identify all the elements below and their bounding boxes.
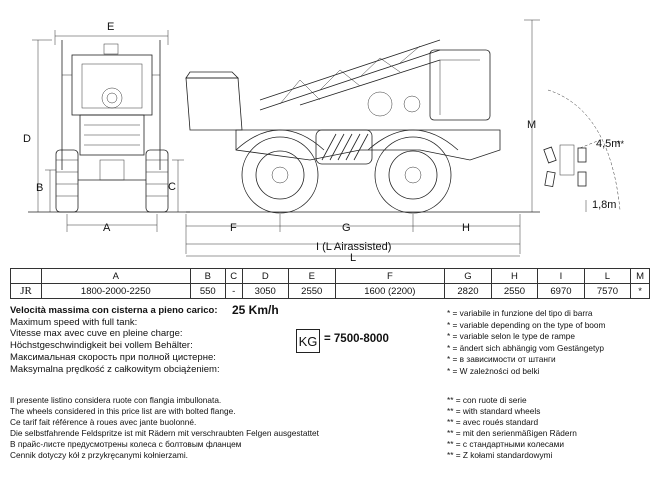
note-line: Il presente listino considera ruote con … bbox=[10, 395, 222, 405]
dim-label-h: H bbox=[462, 222, 470, 234]
table-header: B bbox=[189, 268, 226, 284]
note-line: Cennik dotyczy kół z przykręcanymi kołni… bbox=[10, 450, 188, 460]
note-line: * = W zależności od belki bbox=[447, 365, 540, 376]
dim-label-a: A bbox=[103, 222, 111, 234]
side-view: F G H I (L Airassisted) L M bbox=[185, 19, 540, 262]
note-line: The wheels considered in this price list… bbox=[10, 406, 236, 416]
table-header: F bbox=[334, 268, 446, 284]
table-header bbox=[10, 268, 42, 284]
min-height-label: 1,8m bbox=[592, 199, 616, 211]
note-line: ** = Z kołami standardowymi bbox=[447, 450, 553, 460]
dim-label-e: E bbox=[107, 21, 114, 33]
front-view: E D B bbox=[23, 21, 190, 234]
note-line: ** = mit den serienmäßigen Rädern bbox=[447, 428, 577, 438]
table-header: D bbox=[241, 268, 289, 284]
table-header: I bbox=[537, 268, 585, 284]
speed-line: Maksymalna prędkość z całkowitym obciąże… bbox=[10, 363, 220, 375]
dim-label-m: M bbox=[527, 119, 536, 131]
dim-label-i: I (L Airassisted) bbox=[316, 241, 391, 253]
technical-drawing: E D B bbox=[23, 19, 625, 262]
note-line: * = variable selon le type de rampe bbox=[447, 331, 575, 341]
speed-line: Maximum speed with full tank: bbox=[10, 316, 138, 328]
table-cell: - bbox=[224, 283, 243, 299]
note-line: ** = con ruote di serie bbox=[447, 395, 527, 405]
table-row: JR 1800-2000-2250 550 - 3050 2550 1600 (… bbox=[10, 283, 650, 299]
note-line: ** = avec roués standard bbox=[447, 417, 539, 427]
table-cell: 2550 bbox=[288, 283, 336, 299]
turning-radius-note: ** bbox=[617, 139, 625, 149]
dim-label-f: F bbox=[230, 222, 237, 234]
spec-table-header: A B C D E F G H I L M bbox=[10, 268, 650, 284]
speed-line: Höchstgeschwindigkeit bei vollem Behälte… bbox=[10, 340, 193, 352]
turning-radius-label: 4,5m bbox=[596, 138, 620, 150]
note-line: Ce tarif fait référence à roues avec jan… bbox=[10, 417, 197, 427]
note-line: * = variabile in funzione del tipo di ba… bbox=[447, 308, 593, 318]
table-cell: 3050 bbox=[241, 283, 289, 299]
table-cell: 550 bbox=[189, 283, 226, 299]
speed-line: Velocità massima con cisterna a pieno ca… bbox=[10, 305, 218, 316]
weight-value: = 7500-8000 bbox=[324, 333, 389, 345]
note-line: ** = with standard wheels bbox=[447, 406, 541, 416]
weight-unit-box: KG bbox=[296, 329, 320, 353]
max-speed-value: 25 Km/h bbox=[232, 303, 279, 317]
model-name: JR bbox=[10, 283, 42, 299]
table-header: A bbox=[41, 268, 191, 284]
note-line: * = в зависимости от штанги bbox=[447, 354, 556, 364]
table-header: G bbox=[444, 268, 492, 284]
table-cell: 7570 bbox=[583, 283, 632, 299]
table-cell: 1800-2000-2250 bbox=[41, 283, 191, 299]
table-cell: * bbox=[630, 283, 650, 299]
dim-label-b: B bbox=[36, 182, 43, 194]
speed-line: Vitesse max avec cuve en pleine charge: bbox=[10, 328, 183, 340]
table-header: C bbox=[224, 268, 243, 284]
table-header: M bbox=[630, 268, 650, 284]
table-header: E bbox=[288, 268, 336, 284]
table-cell: 6970 bbox=[537, 283, 585, 299]
spec-table: A B C D E F G H I L M JR 1800-2000-2250 … bbox=[10, 268, 650, 299]
dim-label-g: G bbox=[342, 222, 351, 234]
note-line: * = variable depending on the type of bo… bbox=[447, 319, 606, 330]
max-speed-labels: Velocità massima con cisterna a pieno ca… bbox=[10, 305, 220, 375]
table-cell: 1600 (2200) bbox=[334, 283, 446, 299]
note-line: В прайс-листе предусмотрены колеса с бол… bbox=[10, 439, 242, 449]
note-line: * = ändert sich abhängig vom Gestängetyp bbox=[447, 342, 605, 353]
note-line: ** = с стандартными колесами bbox=[447, 439, 565, 449]
speed-line: Максимальная скорость при полной цистерн… bbox=[10, 351, 216, 363]
table-cell: 2820 bbox=[444, 283, 492, 299]
wheels-notes: Il presente listino considera ruote con … bbox=[10, 395, 319, 461]
dim-label-l: L bbox=[350, 252, 356, 262]
standard-wheels-notes: ** = con ruote di serie ** = with standa… bbox=[447, 395, 577, 461]
dim-label-c: C bbox=[168, 181, 176, 193]
table-header: H bbox=[490, 268, 539, 284]
boom-notes: * = variabile in funzione del tipo di ba… bbox=[447, 308, 605, 377]
dim-label-d: D bbox=[23, 133, 31, 145]
table-header: L bbox=[583, 268, 632, 284]
table-cell: 2550 bbox=[490, 283, 539, 299]
note-line: Die selbstfahrende Feldspritze ist mit R… bbox=[10, 428, 319, 438]
turning-radius-view: 4,5m ** 1,8m bbox=[543, 89, 625, 212]
